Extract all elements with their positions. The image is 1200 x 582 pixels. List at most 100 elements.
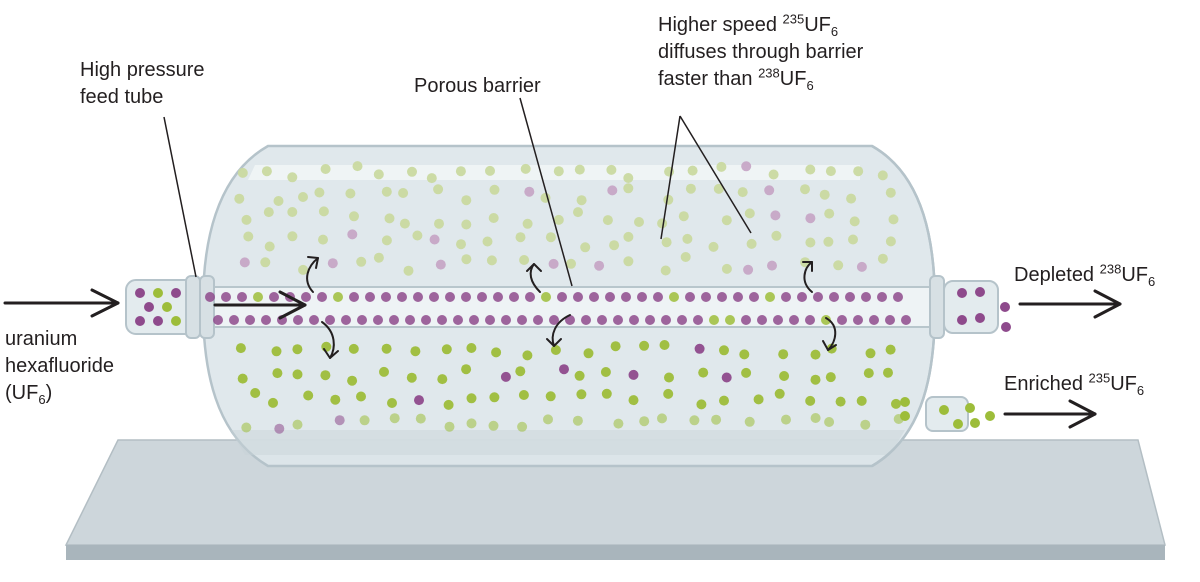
molecule [488, 420, 499, 431]
molecule [352, 161, 363, 172]
molecule [250, 388, 261, 398]
molecule [264, 241, 275, 252]
molecule [749, 292, 759, 302]
molecule [330, 394, 341, 405]
molecule [789, 315, 799, 325]
molecule [237, 292, 247, 302]
molecule [623, 256, 634, 267]
diffusion-arrow-3-up [802, 261, 813, 293]
molecule [213, 315, 223, 325]
higher-speed-line3-sub: 6 [806, 78, 814, 93]
molecule [781, 414, 791, 425]
molecule [314, 187, 325, 198]
molecule [379, 366, 389, 377]
molecule [317, 292, 327, 302]
molecule [272, 368, 283, 379]
molecule [522, 350, 533, 361]
molecule [135, 288, 145, 298]
input-label-line1: uranium [5, 328, 78, 350]
molecule [545, 232, 556, 243]
molecule [268, 397, 278, 408]
molecule [381, 235, 392, 246]
molecule [489, 184, 500, 195]
molecule [856, 261, 867, 272]
molecule [805, 315, 815, 325]
porous-barrier-leader [519, 97, 573, 287]
molecule [678, 211, 689, 222]
molecule [321, 341, 332, 352]
molecule [263, 207, 274, 218]
molecule [653, 292, 663, 302]
molecule [589, 292, 599, 302]
molecule [365, 292, 375, 302]
input-label-line2: hexafluoride [5, 355, 114, 377]
molecule [455, 166, 466, 177]
molecule [574, 164, 585, 175]
molecule [607, 185, 618, 196]
molecule [1000, 302, 1010, 312]
molecule [805, 164, 816, 175]
molecule [849, 216, 860, 227]
higher-speed-line3: faster than 238UF6 [658, 66, 863, 93]
molecule [519, 255, 530, 265]
molecule [975, 287, 985, 297]
molecule [566, 258, 576, 269]
molecule [559, 364, 569, 375]
diffusion-arrow-1-up [306, 256, 319, 293]
molecule [739, 349, 750, 360]
molecule [292, 419, 303, 430]
molecule [356, 256, 367, 267]
molecule [774, 388, 785, 399]
molecule [407, 166, 417, 177]
molecule [709, 315, 719, 325]
molecule [153, 316, 163, 326]
molecule [162, 302, 172, 312]
molecule [144, 302, 154, 312]
enriched-flow-arrow [1003, 399, 1097, 429]
molecule [741, 161, 752, 172]
molecule [309, 315, 319, 325]
molecule [757, 315, 767, 325]
molecule [685, 183, 696, 194]
molecule [708, 241, 719, 252]
molecule [327, 258, 338, 269]
higher-speed-line1-sup: 235 [782, 11, 805, 27]
molecule [373, 252, 384, 263]
molecule [461, 364, 472, 375]
diffusion-arrow-3-down [822, 317, 837, 351]
molecule [781, 292, 791, 302]
molecule [810, 349, 821, 360]
molecule [829, 292, 839, 302]
input-label: uranium hexafluoride (UF6) [5, 326, 114, 407]
molecule [356, 391, 366, 402]
molecule [629, 315, 639, 325]
molecule [597, 315, 607, 325]
molecule [743, 264, 754, 275]
molecule [634, 217, 644, 227]
diffusion-arrow-1-down [321, 321, 339, 359]
depleted-label-sub: 6 [1148, 274, 1156, 289]
molecule [453, 315, 463, 325]
molecule [877, 253, 888, 264]
molecule [373, 169, 384, 180]
molecule [557, 292, 567, 302]
diffusion-arrows [306, 256, 837, 359]
molecule [701, 292, 711, 302]
molecule [819, 189, 830, 200]
higher-speed-line1-text: Higher speed [658, 14, 783, 36]
molecule [637, 292, 647, 302]
molecule [863, 368, 874, 379]
platform-front [66, 545, 1165, 560]
higher-speed-line3-formula: UF [779, 68, 807, 90]
molecule [810, 413, 821, 423]
molecule [444, 421, 455, 432]
molecule [639, 416, 650, 427]
molecule [261, 315, 271, 325]
molecule [581, 315, 591, 325]
molecule [716, 161, 727, 172]
higher-speed-line3-sup: 238 [758, 65, 780, 81]
molecule [429, 292, 439, 302]
molecule [381, 186, 392, 197]
molecule [414, 395, 424, 406]
molecule [613, 315, 623, 325]
